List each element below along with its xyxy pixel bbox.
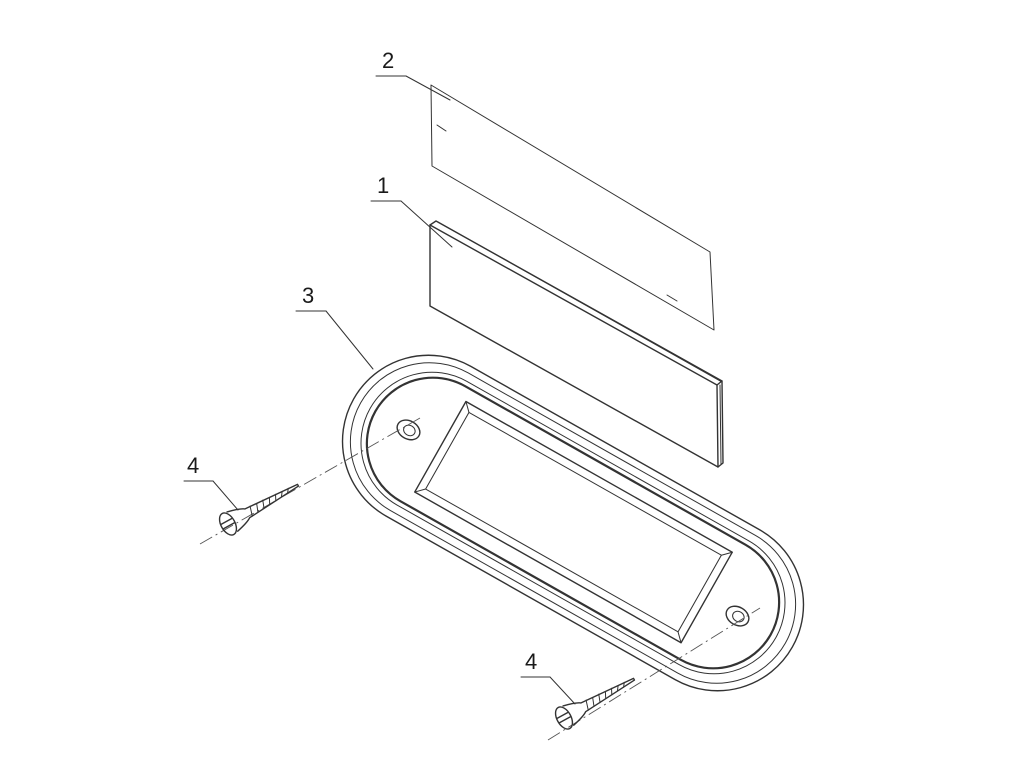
callout-part-1: 1 [377, 173, 390, 198]
leader-line-3 [295, 310, 374, 370]
part-4-screw-right [554, 677, 636, 730]
center-line-right [547, 607, 761, 741]
leader-line-1 [370, 200, 453, 248]
part-4-screw-left [218, 483, 300, 536]
center-line-left [199, 417, 421, 545]
part-3-frame [341, 354, 805, 692]
callout-part-3: 3 [302, 283, 315, 308]
callout-part-4-left: 4 [187, 453, 200, 478]
part-1-card [429, 220, 724, 468]
leader-line-4-right [520, 676, 576, 705]
leader-line-2 [375, 75, 451, 101]
part-2-plate [430, 84, 715, 331]
callout-part-4-right: 4 [525, 649, 538, 674]
leader-line-4-left [183, 480, 239, 511]
callout-part-2: 2 [382, 48, 395, 73]
